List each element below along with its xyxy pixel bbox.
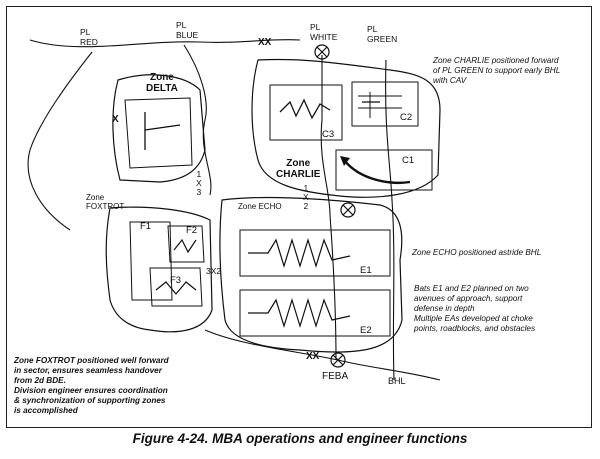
label-boundary-x-1-2: 1 X 2 bbox=[303, 183, 309, 211]
phase-line-red bbox=[27, 51, 93, 231]
label-unit-c3: C3 bbox=[322, 129, 335, 140]
figure-caption: Figure 4-24. MBA operations and engineer… bbox=[132, 431, 468, 446]
note-zone-charlie: Zone CHARLIE positioned forward of PL GR… bbox=[433, 56, 561, 85]
label-pl-red: PL RED bbox=[80, 27, 98, 47]
phase-line-white bbox=[320, 55, 337, 361]
contact-point-mid bbox=[340, 202, 356, 218]
zone-delta-outline bbox=[112, 74, 206, 183]
contact-point-bottom bbox=[330, 352, 346, 368]
label-unit-f3: F3 bbox=[170, 275, 182, 286]
figure-frame bbox=[6, 6, 592, 428]
zone-delta-inner bbox=[124, 97, 193, 169]
label-unit-e1: E1 bbox=[360, 265, 372, 276]
label-boundary-3x2: 3X2 bbox=[206, 266, 222, 276]
label-bhl: BHL bbox=[388, 376, 406, 386]
label-zone-charlie: Zone CHARLIE bbox=[276, 158, 321, 180]
label-unit-f1: F1 bbox=[140, 221, 152, 232]
label-unit-c2: C2 bbox=[400, 112, 413, 123]
note-zone-foxtrot: Zone FOXTROT positioned well forward in … bbox=[14, 356, 169, 415]
note-zone-echo: Zone ECHO positioned astride BHL bbox=[412, 248, 542, 257]
label-unit-c1: C1 bbox=[402, 155, 415, 166]
note-battalions: Bats E1 and E2 planned on two avenues of… bbox=[414, 284, 536, 333]
label-pl-blue: PL BLUE bbox=[176, 20, 199, 40]
zone-foxtrot-outline bbox=[105, 206, 213, 333]
label-boundary-xx-top: XX bbox=[258, 37, 272, 48]
label-pl-green: PL GREEN bbox=[367, 24, 398, 44]
label-zone-delta: Zone DELTA bbox=[146, 72, 178, 94]
division-boundary-top bbox=[29, 39, 301, 48]
contact-point-top bbox=[314, 44, 330, 60]
zone-charlie-outline bbox=[251, 58, 441, 198]
phase-line-green bbox=[385, 59, 395, 381]
label-zone-echo: Zone ECHO bbox=[238, 202, 282, 211]
phase-line-blue bbox=[183, 44, 212, 196]
label-unit-e2: E2 bbox=[360, 325, 372, 336]
label-zone-foxtrot: Zone FOXTROT bbox=[86, 193, 125, 211]
label-boundary-x-1-3: 1 X 3 bbox=[196, 169, 202, 197]
label-unit-f2: F2 bbox=[186, 225, 198, 236]
label-boundary-x-left: X bbox=[112, 114, 119, 125]
label-feba: FEBA bbox=[322, 371, 349, 382]
zone-echo-outline bbox=[219, 196, 403, 353]
label-boundary-xx-bottom: XX bbox=[306, 351, 320, 362]
label-pl-white: PL WHITE bbox=[310, 22, 338, 42]
